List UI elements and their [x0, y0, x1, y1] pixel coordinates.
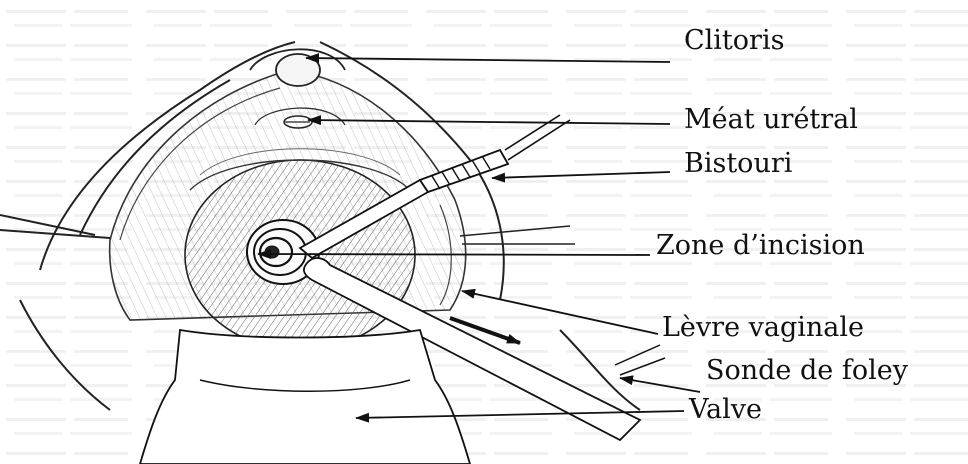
label-levre-vaginale: Lèvre vaginale: [662, 314, 864, 341]
pointer-zone-incision: [258, 254, 650, 255]
label-bistouri: Bistouri: [684, 150, 792, 177]
speculum-valve-drawing: [140, 330, 470, 464]
label-valve: Valve: [689, 396, 762, 423]
label-meat-uretral: Méat urétral: [684, 106, 858, 133]
label-sonde-foley: Sonde de foley: [706, 357, 908, 384]
label-zone-incision: Zone d’incision: [656, 232, 865, 259]
label-clitoris: Clitoris: [684, 27, 784, 54]
